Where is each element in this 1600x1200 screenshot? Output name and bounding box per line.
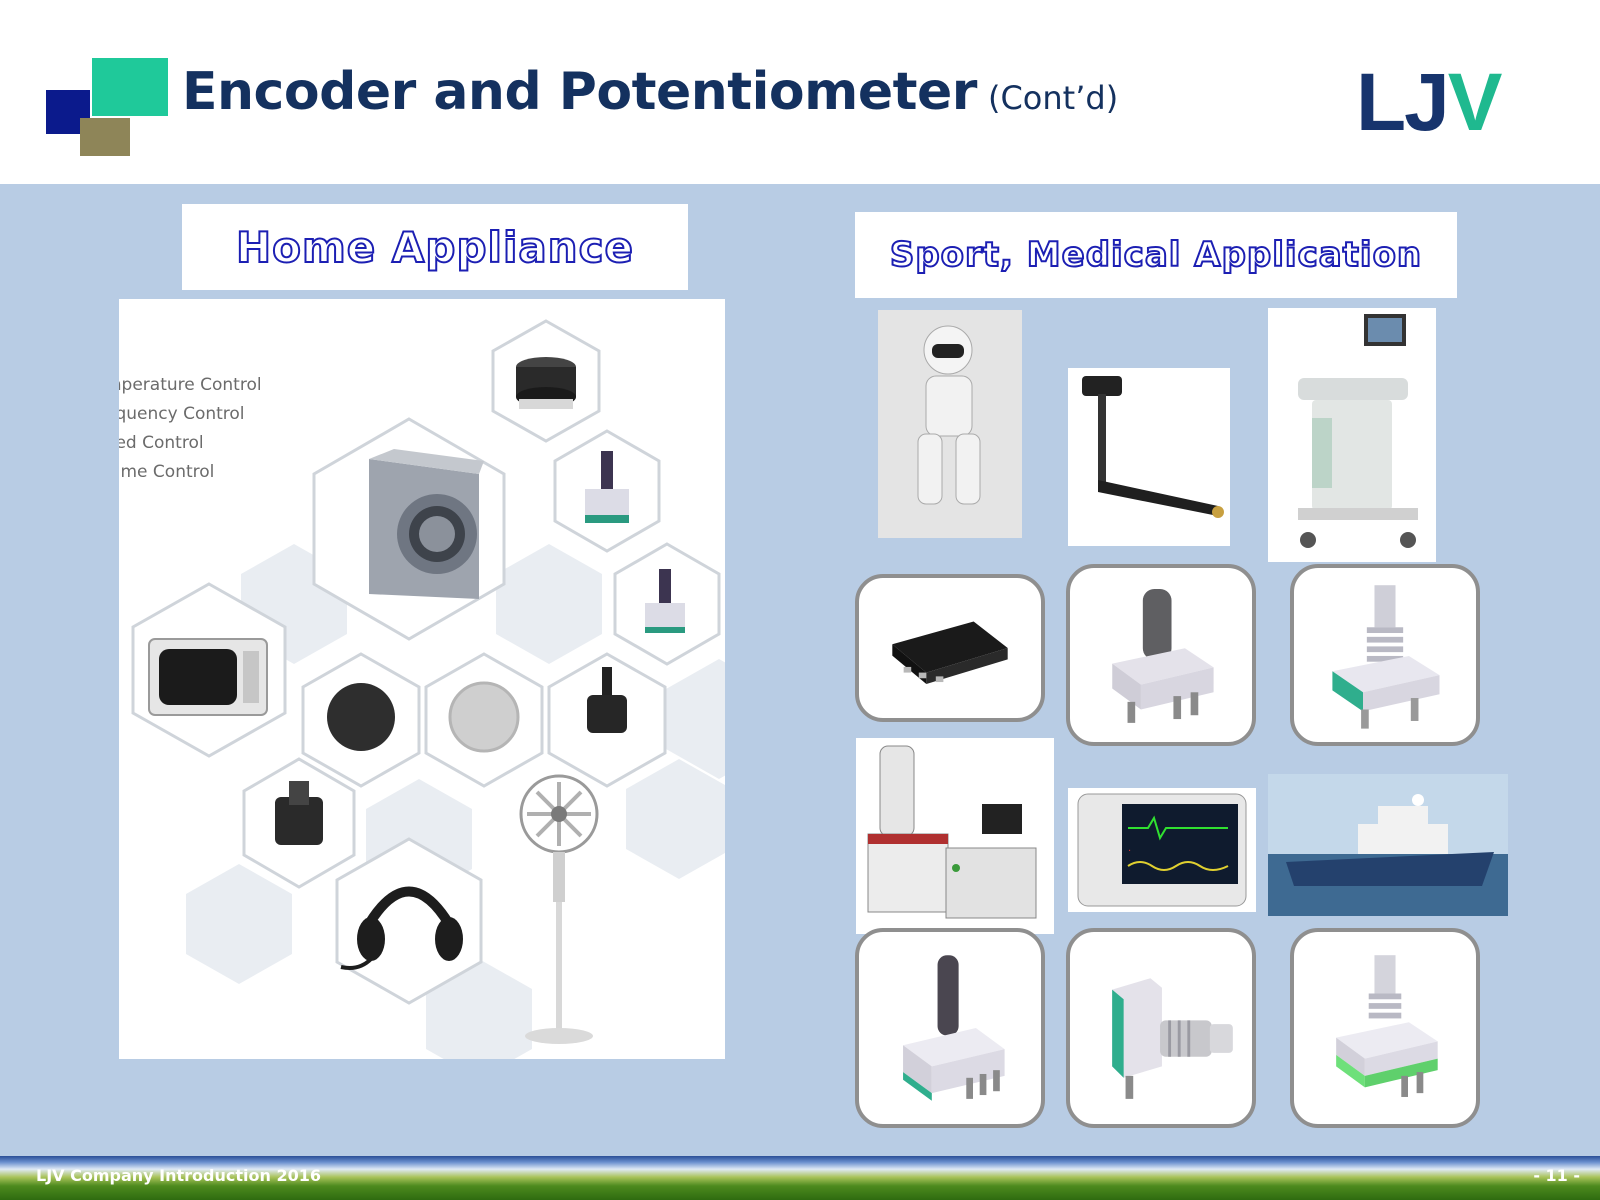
washing-machine-icon: [369, 449, 484, 599]
logo-square-teal: [92, 58, 168, 116]
round-knob-light-icon: [448, 681, 520, 753]
control-item-frequency: equency Control: [119, 404, 245, 424]
home-appliance-label: Home Appliance: [182, 204, 688, 290]
horizontal-shaft-encoder-icon: [1112, 978, 1233, 1099]
headset-icon: [340, 886, 463, 970]
slide-title-sub: (Cont’d): [987, 79, 1119, 117]
long-shaft-encoder-icon: [903, 955, 1005, 1101]
rotary-switch-icon: [587, 667, 627, 733]
rotary-encoder-shaft-icon: [1112, 589, 1214, 723]
standing-fan-icon: [519, 774, 599, 1044]
encoder-tile-2: [1066, 564, 1256, 746]
encoder-small-icon: [585, 451, 629, 523]
slide-title-main: Encoder and Potentiometer: [182, 62, 977, 122]
encoder-tile-5: [1066, 928, 1256, 1128]
encoder-tile-3: [1290, 564, 1480, 746]
control-list: mperature Control equency Control eed Co…: [119, 371, 262, 487]
patient-monitor-icon: ·: [1077, 793, 1247, 907]
footer-company-text: LJV Company Introduction 2016: [36, 1166, 321, 1185]
ship-photo: [1268, 774, 1508, 916]
control-item-temperature: mperature Control: [119, 375, 262, 395]
smd-encoder-icon: [892, 621, 1008, 684]
threaded-encoder-icon: [1332, 585, 1440, 729]
robot-photo: [878, 310, 1022, 538]
slide-title: Encoder and Potentiometer (Cont’d): [182, 62, 1118, 122]
company-logo-text: LJV: [1356, 57, 1502, 148]
control-item-speed: eed Control: [119, 433, 204, 453]
home-appliance-label-text: Home Appliance: [235, 222, 634, 273]
rotary-encoder-icon: [516, 357, 576, 409]
footer-page-number: - 11 -: [1533, 1166, 1580, 1185]
patient-monitor-photo: ·: [1068, 788, 1256, 912]
control-item-volume: lume Control: [119, 462, 215, 482]
encoder-tile-6: [1290, 928, 1480, 1128]
encoder-tile-4: [855, 928, 1045, 1128]
treadmill-icon: [1082, 376, 1224, 518]
joystick-icon: [275, 781, 323, 845]
slide-content: Home Appliance Sport, Medical Applicatio…: [0, 184, 1600, 1156]
svg-text:·: ·: [1128, 846, 1131, 857]
sport-medical-label-text: Sport, Medical Application: [889, 234, 1423, 276]
slide-footer: LJV Company Introduction 2016 - 11 -: [0, 1156, 1600, 1200]
vision-measuring-machine-icon: [867, 745, 1037, 919]
logo-square-olive: [80, 118, 130, 156]
green-base-encoder-icon: [1336, 955, 1438, 1097]
round-knob-dark-icon: [327, 683, 395, 751]
ultrasound-machine-icon: [1298, 314, 1418, 548]
hexagon-collage: [131, 319, 725, 1059]
home-appliance-panel: mperature Control equency Control eed Co…: [119, 299, 725, 1059]
sport-medical-label: Sport, Medical Application: [855, 212, 1457, 298]
ultrasound-photo: [1268, 308, 1436, 562]
measurement-machine-photo: [856, 738, 1054, 934]
encoder-small-icon-2: [645, 569, 685, 633]
microwave-icon: [148, 638, 268, 716]
smd-encoder-tile: [855, 574, 1045, 722]
treadmill-photo: [1068, 368, 1230, 546]
slide-header: Encoder and Potentiometer (Cont’d) LJV: [0, 0, 1600, 184]
research-ship-icon: [1268, 774, 1508, 916]
humanoid-robot-icon: [878, 310, 1022, 538]
company-logo: LJV: [1356, 60, 1516, 146]
